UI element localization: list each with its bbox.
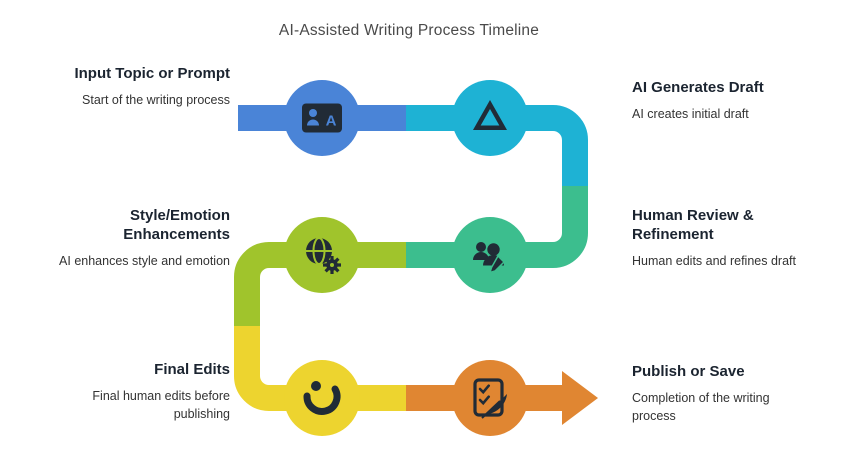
step-5-title: Final Edits bbox=[154, 361, 230, 378]
check-row-2 bbox=[478, 395, 490, 406]
drive-icon bbox=[473, 100, 507, 130]
globe-gear-icon bbox=[306, 237, 341, 274]
card-person-body bbox=[307, 119, 319, 126]
step-5-text: Final Edits Final human edits before pub… bbox=[58, 360, 230, 424]
step-1-text: Input Topic or Prompt Start of the writi… bbox=[58, 64, 230, 110]
drive-triangle bbox=[473, 100, 507, 130]
node-ai-draft bbox=[452, 80, 528, 156]
check-row-1 bbox=[478, 384, 490, 395]
step-4-desc: AI enhances style and emotion bbox=[59, 254, 230, 269]
node-human-review bbox=[452, 217, 528, 293]
step-3-title: Human Review & Refinement bbox=[632, 207, 754, 244]
gear-hole bbox=[330, 263, 334, 267]
step-2-text: AI Generates Draft AI creates initial dr… bbox=[632, 78, 812, 124]
segment-2-curve bbox=[490, 105, 588, 187]
step-6-title: Publish or Save bbox=[632, 363, 745, 380]
step-4-title: Style/Emotion Enhancements bbox=[123, 207, 230, 244]
people-edit-icon bbox=[473, 242, 506, 274]
arrow-head-icon bbox=[562, 371, 598, 425]
step-6-text: Publish or Save Completion of the writin… bbox=[632, 362, 812, 426]
step-4-text: Style/Emotion Enhancements AI enhances s… bbox=[58, 206, 230, 271]
hand-gesture-icon bbox=[303, 381, 341, 415]
checklist-pen-icon bbox=[473, 378, 507, 419]
timeline-nodes bbox=[284, 80, 528, 436]
card-person-head bbox=[309, 109, 317, 117]
id-card-icon: A bbox=[302, 103, 342, 133]
step-5-desc: Final human edits before publishing bbox=[92, 389, 230, 421]
person-back-body bbox=[473, 252, 489, 260]
person-back-head bbox=[476, 242, 486, 252]
step-3-text: Human Review & Refinement Human edits an… bbox=[632, 206, 804, 271]
feather-stem bbox=[481, 400, 501, 419]
gesture-swoosh bbox=[303, 385, 341, 415]
icons-layer: A bbox=[302, 100, 507, 419]
step-3-desc: Human edits and refines draft bbox=[632, 254, 796, 269]
step-1-desc: Start of the writing process bbox=[82, 93, 230, 108]
step-1-title: Input Topic or Prompt bbox=[74, 65, 230, 82]
segment-4-curve bbox=[234, 242, 322, 327]
gesture-dot bbox=[311, 381, 321, 391]
pencil-glyph bbox=[488, 254, 506, 274]
person-front-head bbox=[487, 243, 500, 256]
page-title: AI-Assisted Writing Process Timeline bbox=[278, 22, 540, 39]
document-outline bbox=[473, 378, 504, 417]
node-publish bbox=[452, 360, 528, 436]
step-6-desc: Completion of the writing process bbox=[632, 391, 770, 423]
step-2-title: AI Generates Draft bbox=[632, 79, 764, 96]
node-final-edits bbox=[284, 360, 360, 436]
step-2-desc: AI creates initial draft bbox=[632, 107, 749, 122]
segment-curve-5 bbox=[234, 326, 322, 411]
segment-curve-3 bbox=[490, 186, 588, 268]
card-letter: A bbox=[326, 113, 337, 130]
